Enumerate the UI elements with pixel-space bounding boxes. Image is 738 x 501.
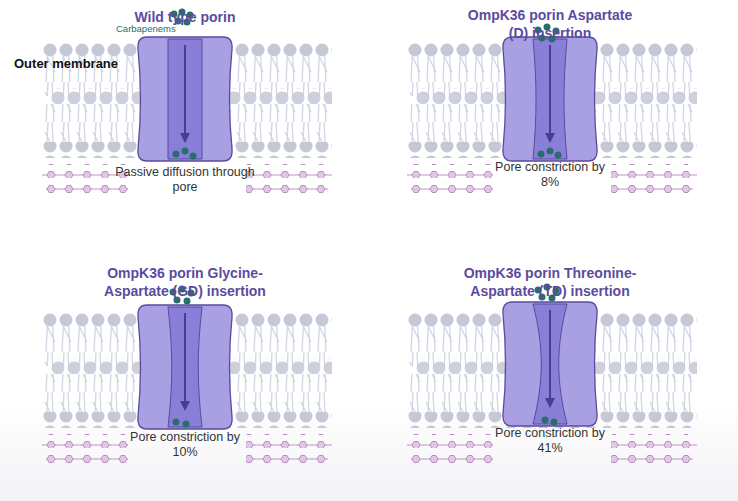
panel: OmpK36 porin Threonine-Aspartate (TD) in… — [395, 264, 705, 464]
carbapenem-dots — [170, 9, 562, 428]
porin — [503, 37, 597, 161]
panel-heading: OmpK36 porin Glycine-Aspartate (GD) inse… — [83, 264, 288, 300]
porin — [138, 37, 232, 161]
panel: Wild type porinPassive diffusion through… — [30, 6, 340, 201]
panel: OmpK36 porin Glycine-Aspartate (GD) inse… — [30, 264, 340, 464]
membrane-label: Outer membrane — [14, 56, 118, 71]
panel-caption: Pore constriction by 8% — [485, 160, 615, 190]
porin — [503, 302, 597, 426]
porin — [138, 305, 232, 429]
panel: OmpK36 porin Aspartate (D) insertionPore… — [395, 6, 705, 201]
panel-caption: Passive diffusion through pore — [115, 165, 255, 195]
panel-caption: Pore constriction by 10% — [120, 430, 250, 460]
panel-heading: OmpK36 porin Threonine-Aspartate (TD) in… — [443, 264, 658, 300]
panel-heading: OmpK36 porin Aspartate (D) insertion — [458, 6, 643, 42]
panel-caption: Pore constriction by 41% — [485, 426, 615, 456]
drug-label: Carbapenems — [116, 23, 176, 34]
panel-heading: Wild type porin — [85, 8, 285, 26]
